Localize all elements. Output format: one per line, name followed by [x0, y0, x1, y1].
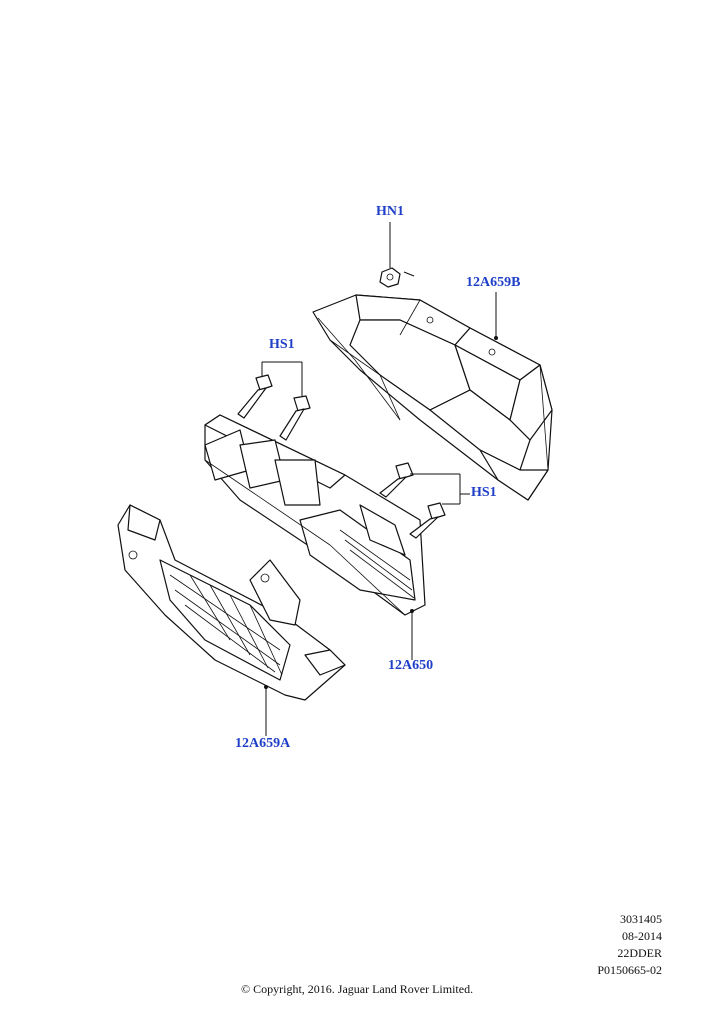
drawing-reference-block: 3031405 08-2014 22DDER P0150665-02 — [597, 911, 662, 979]
reference-date: 08-2014 — [622, 929, 662, 943]
reference-number: 3031405 — [620, 912, 662, 926]
callout-12a650[interactable]: 12A650 — [388, 658, 434, 673]
callout-12a659b[interactable]: 12A659B — [466, 275, 521, 290]
callout-hs1-lower[interactable]: HS1 — [471, 485, 497, 500]
reference-drawing-id: P0150665-02 — [597, 963, 662, 977]
lower-bracket-12a659a — [117, 504, 346, 701]
screw-hs1-lower-lower — [409, 502, 446, 539]
screw-hs1-upper-right — [279, 395, 311, 441]
callout-12a659a[interactable]: 12A659A — [235, 736, 291, 751]
module-12a650 — [204, 414, 426, 616]
upper-bracket-12a659b — [312, 294, 553, 501]
callout-hn1[interactable]: HN1 — [376, 204, 404, 219]
copyright-notice: © Copyright, 2016. Jaguar Land Rover Lim… — [241, 982, 474, 996]
screw-hs1-lower-upper — [379, 462, 414, 498]
callout-hs1-upper[interactable]: HS1 — [269, 337, 295, 352]
leader-lines — [261, 222, 498, 736]
screw-hs1-upper-left — [237, 374, 273, 419]
nut-hn1 — [379, 267, 415, 288]
reference-code: 22DDER — [617, 946, 662, 960]
